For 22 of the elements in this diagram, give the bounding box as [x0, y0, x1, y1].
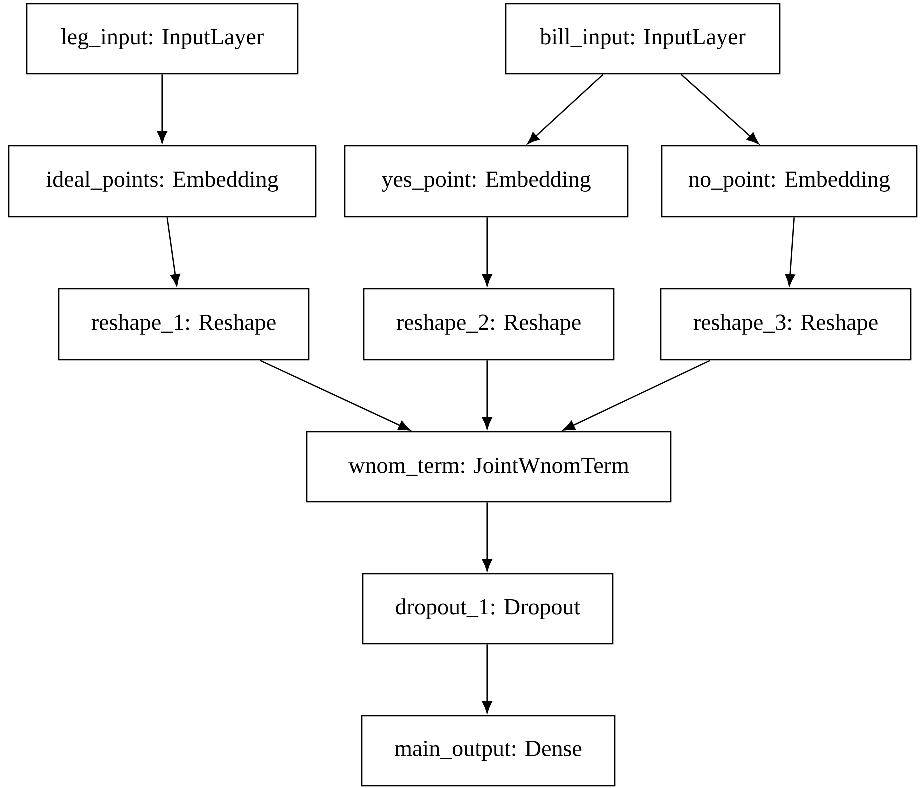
arrow — [680, 74, 760, 144]
arrow — [482, 644, 492, 714]
arrow — [157, 74, 168, 144]
layer-box: ideal_points: Embedding — [8, 145, 317, 218]
arrow — [482, 360, 492, 430]
arrow — [482, 218, 492, 286]
layer-box: dropout_1: Dropout — [362, 573, 614, 645]
layer-box: reshape_1: Reshape — [58, 288, 310, 361]
arrow — [482, 502, 492, 572]
arrow — [563, 360, 711, 431]
layer-box: leg_input: InputLayer — [26, 3, 299, 75]
arrow — [166, 218, 180, 286]
layer-box: reshape_3: Reshape — [660, 288, 912, 361]
layer-box: bill_input: InputLayer — [505, 3, 781, 75]
layer-box: reshape_2: Reshape — [363, 288, 615, 361]
arrow — [528, 74, 604, 144]
layer-box: no_point: Embedding — [661, 145, 918, 218]
layer-box: wnom_term: JointWnomTerm — [306, 431, 672, 503]
layer-box: yes_point: Embedding — [344, 145, 629, 218]
arrow — [260, 360, 411, 431]
arrow — [785, 218, 796, 286]
layer-box: main_output: Dense — [361, 715, 616, 787]
